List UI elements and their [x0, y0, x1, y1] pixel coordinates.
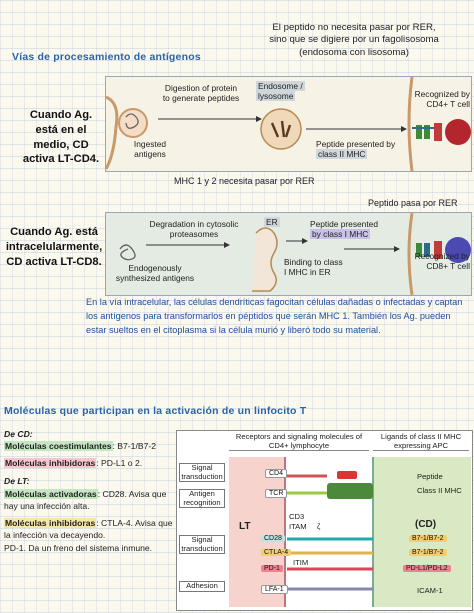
top-note-line2: sino que se digiere por un fagolisosoma [269, 34, 439, 46]
peptide-label: Peptide [417, 472, 443, 481]
er-label: ER [264, 217, 280, 227]
cd-coestim-line: Moléculas coestimulantes: B7-1/B7-2 [4, 440, 174, 452]
cd-label: (CD) [415, 519, 437, 530]
cd-inhib-label: Moléculas inhibidoras [4, 457, 97, 468]
cd3-label: CD3 [289, 512, 305, 521]
recognized-cd8: Recognized by CD8+ T cell [414, 251, 470, 272]
molecules-notes: De CD: Moléculas coestimulantes: B7-1/B7… [4, 428, 174, 554]
row-antigen-recognition: Antigen recognition [179, 489, 225, 509]
lt-activ-label: Moléculas activadoras [4, 488, 98, 499]
endosome-label: Endosome / lysosome [256, 81, 305, 102]
recognized-cd4: Recognized by CD4+ T cell [414, 89, 470, 110]
section2-title: Moléculas que participan en la activació… [4, 405, 307, 417]
pdl-label: PD-L1/PD-L2 [403, 565, 451, 572]
intracellular-explanation: En la vía intracelular, las células dend… [86, 297, 463, 335]
class2-label: Class II MHC [417, 486, 462, 495]
mhc-rer-note: MHC 1 y 2 necesita pasar por RER [174, 176, 315, 186]
icam-label: ICAM-1 [417, 586, 443, 595]
case1-line4: activa LT-CD4. [22, 153, 100, 166]
case1-line1: Cuando Ag. [29, 109, 93, 121]
endosome-line1: Endosome / [256, 81, 305, 91]
case1-line3: medio, CD [33, 138, 89, 151]
endosome-line2: lysosome [256, 91, 296, 102]
row-signal-transduction-1: Signal transduction [179, 463, 225, 483]
case2-line1: Cuando Ag. está [10, 226, 98, 238]
cd-inhib-value: : PD-L1 o 2. [96, 457, 143, 468]
case1-label: Cuando Ag. está en el medio, CD activa L… [20, 108, 102, 167]
case1-line2: está en el [35, 123, 87, 136]
cd4-label: CD4 [265, 469, 288, 478]
pd1-note: PD-1. Da un freno del sistema inmune. [4, 542, 153, 553]
lt-inhib-value: : CTLA-4. Avisa que la infección va deca… [4, 517, 173, 541]
cd-inhib-line: Moléculas inhibidoras: PD-L1 o 2. [4, 457, 174, 469]
er-highlight: ER [264, 217, 280, 227]
receptor-ligand-diagram: Receptors and signaling molecules of CD4… [176, 430, 473, 611]
cd28-label: CD28 [261, 535, 285, 542]
lfa1-label: LFA-1 [261, 585, 288, 594]
top-note: El peptido no necesita pasar por RER, si… [236, 22, 472, 59]
panel-extracellular-pathway: Ingested antigens Digestion of protein t… [105, 76, 472, 172]
cd-coestim-value: : B7-1/B7-2 [112, 441, 156, 452]
binding-text: Binding to class I MHC in ER [284, 257, 343, 278]
section1-title: Vías de procesamiento de antígenos [12, 51, 201, 63]
de-lt-heading: De LT: [4, 476, 30, 487]
case2-line3: CD activa LT-CD8. [6, 255, 102, 268]
b7-label-2: B7-1/B7-2 [409, 549, 447, 556]
row-signal-transduction-2: Signal transduction [179, 535, 225, 555]
peptido-rer-note: Peptido pasa por RER [368, 198, 458, 208]
presented-class1-text: Peptide presented [310, 219, 378, 229]
case2-line2: intracelularmente, [5, 240, 103, 253]
case2-label: Cuando Ag. está intracelularmente, CD ac… [2, 225, 106, 269]
panel1-illustration [106, 77, 471, 171]
digestion-text: Digestion of protein to generate peptide… [162, 83, 240, 104]
lt-inhib-label: Moléculas inhibidoras [4, 517, 97, 528]
b7-label-1: B7-1/B7-2 [409, 535, 447, 542]
pd1-label: PD-1 [261, 565, 283, 572]
diagram-header-right: Ligands of class II MHC expressing APC [373, 432, 469, 452]
panel2-illustration [119, 213, 471, 295]
lt-inhib-line: Moléculas inhibidoras: CTLA-4. Avisa que… [4, 517, 174, 542]
itam-label: ITAM [289, 522, 307, 531]
diagram-header-left: Receptors and signaling molecules of CD4… [229, 432, 369, 452]
peptide-presented-class2: Peptide presented by class II MHC [316, 139, 396, 160]
top-note-line3: (endosoma con lisosoma) [299, 46, 409, 58]
lt-activ-value: : CD28. Avisa que hay una infección alta… [4, 488, 167, 512]
presented-text: Peptide presented by [316, 139, 396, 149]
endogenous-antigens: Endogenously synthesized antigens [115, 263, 195, 284]
diagram-illustration [229, 457, 471, 607]
cd-coestim-label: Moléculas coestimulantes [4, 441, 113, 452]
panel-intracellular-pathway: Degradation in cytosolic proteasomes ER … [105, 212, 472, 296]
class2-mhc-highlight: class II MHC [316, 149, 368, 160]
zeta-label: ζ [317, 522, 321, 531]
ctla4-label: CTLA-4 [261, 549, 292, 556]
itim-label: ITIM [293, 558, 309, 567]
de-cd-heading: De CD: [4, 429, 33, 439]
row-adhesion: Adhesion [179, 581, 225, 592]
tcr-label: TCR [265, 489, 288, 498]
class1-mhc-highlight: by class I MHC [310, 229, 371, 240]
lt-label: LT [239, 521, 251, 532]
top-note-line1: El peptido no necesita pasar por RER, [272, 22, 436, 33]
ingested-antigens: Ingested antigens [133, 139, 167, 160]
degradation-text: Degradation in cytosolic proteasomes [149, 219, 239, 240]
lt-activ-line: Moléculas activadoras: CD28. Avisa que h… [4, 488, 174, 513]
peptide-presented-class1: Peptide presented by class I MHC [310, 219, 400, 240]
